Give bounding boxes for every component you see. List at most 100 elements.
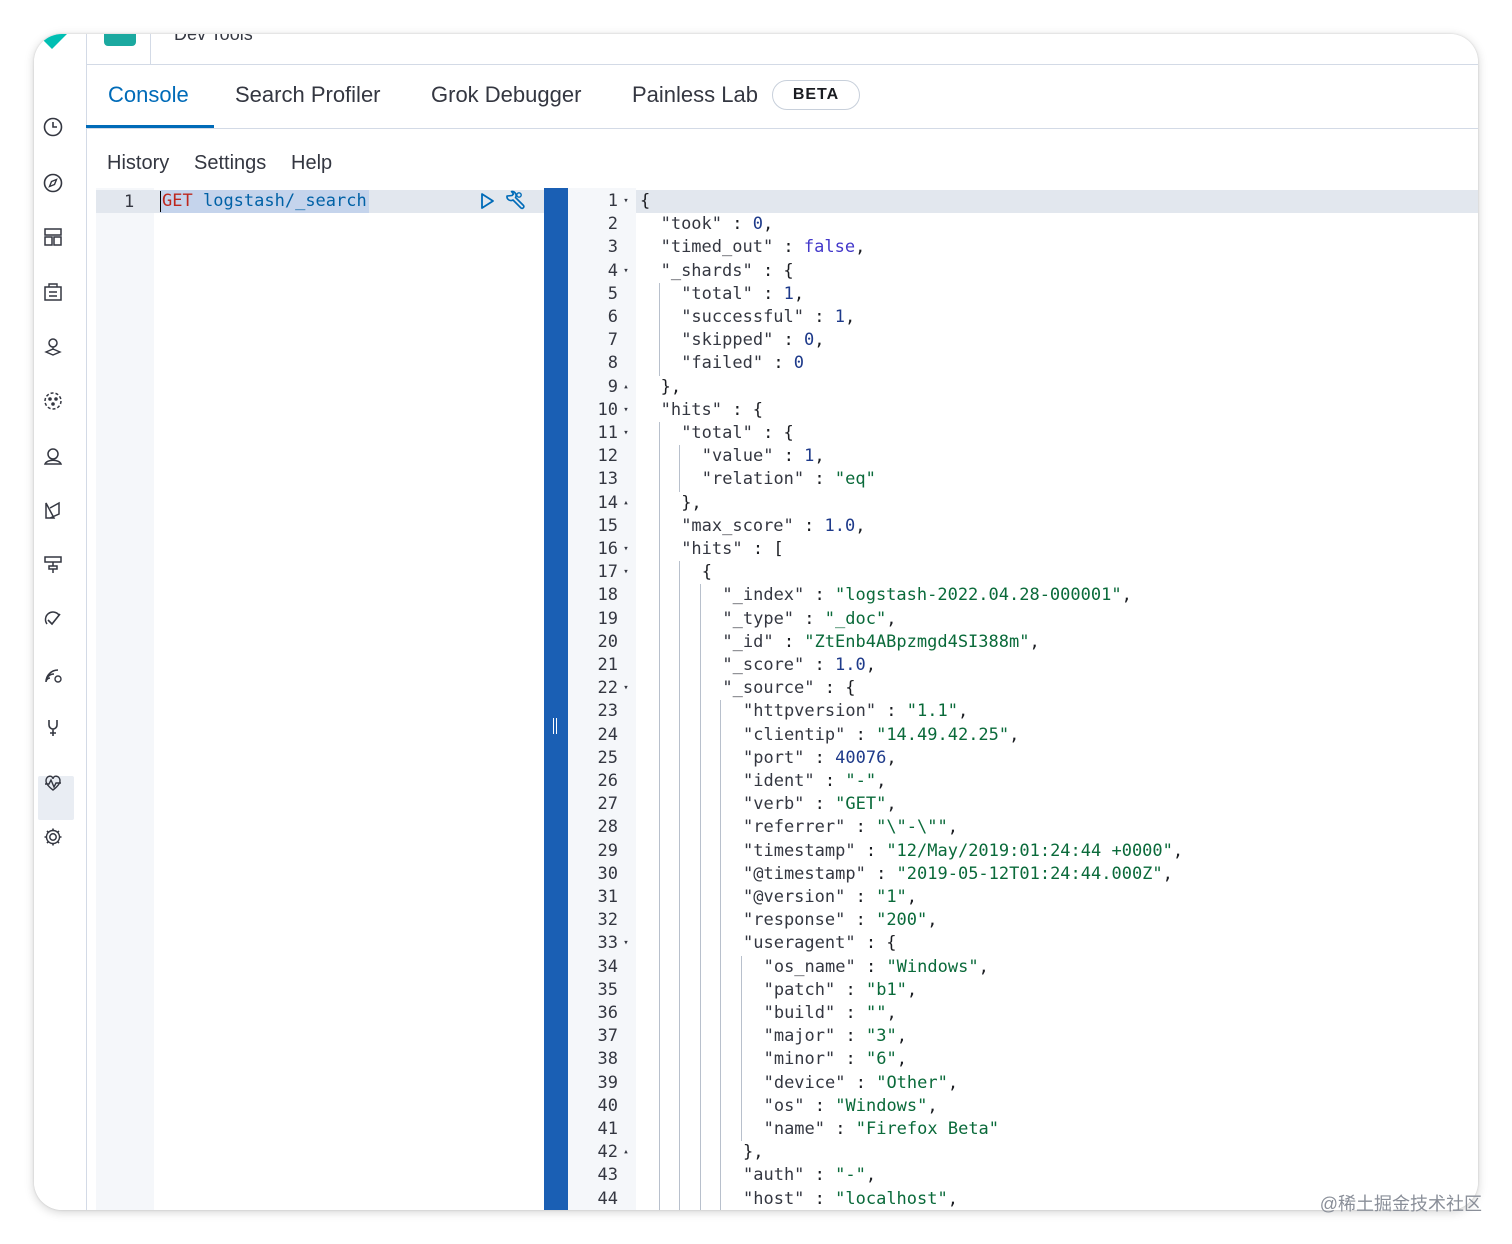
code-line: 35"patch" : "b1", — [568, 979, 1478, 1002]
code-text: "build" : "", — [763, 1003, 897, 1023]
fold-arrow-up-icon[interactable]: ▴ — [623, 381, 629, 392]
indent-guide — [699, 584, 701, 1210]
tab-painless-lab[interactable]: Painless Lab — [632, 82, 758, 107]
dashboard-icon[interactable] — [42, 226, 64, 248]
line-number: 38 — [597, 1049, 618, 1070]
fold-arrow-down-icon[interactable]: ▾ — [623, 567, 629, 578]
canvas-icon[interactable] — [42, 281, 64, 303]
code-text: "skipped" : 0, — [681, 330, 825, 351]
line-number: 27 — [597, 794, 618, 815]
fold-arrow-down-icon[interactable]: ▾ — [623, 683, 629, 694]
space-avatar[interactable] — [104, 34, 136, 46]
resizer-grip-icon — [553, 718, 559, 736]
line-number: 33 — [597, 933, 618, 954]
line-number: 35 — [597, 979, 618, 1000]
line-number: 34 — [597, 956, 618, 977]
code-line: 14▴}, — [568, 492, 1478, 515]
line-number: 10 — [597, 399, 618, 420]
code-text: "value" : 1, — [701, 446, 825, 467]
code-text: "_source" : { — [722, 678, 856, 699]
code-line: 42▴}, — [568, 1141, 1478, 1164]
line-number: 37 — [597, 1026, 618, 1047]
line-number: 29 — [597, 840, 618, 861]
tab-grok-debugger[interactable]: Grok Debugger — [431, 82, 582, 107]
panel-resizer[interactable] — [544, 188, 568, 1210]
code-text: "_index" : "logstash-2022.04.28-000001", — [722, 585, 1132, 606]
line-number: 42 — [597, 1142, 618, 1163]
menu-settings[interactable]: Settings — [194, 152, 267, 174]
line-number: 3 — [607, 237, 618, 258]
code-line: 24"clientip" : "14.49.42.25", — [568, 724, 1478, 747]
menu-history[interactable]: History — [107, 152, 170, 174]
code-text: { — [701, 562, 713, 583]
line-number: 5 — [607, 283, 618, 304]
top-header: Dev Tools — [34, 34, 1478, 65]
fold-arrow-down-icon[interactable]: ▾ — [623, 404, 629, 415]
code-line: 43"auth" : "-", — [568, 1164, 1478, 1187]
logs-icon[interactable] — [42, 499, 64, 521]
breadcrumb[interactable]: Dev Tools — [174, 34, 253, 44]
code-line: 30"@timestamp" : "2019-05-12T01:24:44.00… — [568, 863, 1478, 886]
code-line: 2"took" : 0, — [568, 213, 1478, 236]
code-line: 5"total" : 1, — [568, 283, 1478, 306]
settings-icon[interactable] — [42, 826, 64, 848]
line-number: 28 — [597, 817, 618, 838]
code-text: "hits" : [ — [681, 539, 784, 559]
maps-icon[interactable] — [42, 336, 64, 358]
line-number: 12 — [597, 446, 618, 467]
code-text: "_shards" : { — [660, 260, 794, 281]
fold-arrow-up-icon[interactable]: ▴ — [623, 1147, 629, 1158]
apm-icon[interactable] — [42, 664, 64, 686]
code-text: "os" : "Windows", — [763, 1095, 938, 1116]
request-editor[interactable]: 1 GET logstash/_search — [96, 188, 544, 1210]
code-line: 20"_id" : "ZtEnb4ABpzmgd4SI388m", — [568, 631, 1478, 654]
tab-search-profiler[interactable]: Search Profiler — [235, 82, 381, 107]
metrics-icon[interactable] — [42, 554, 64, 576]
compass-icon[interactable] — [42, 172, 64, 194]
beta-badge: BETA — [772, 80, 860, 110]
line-number: 31 — [597, 887, 618, 907]
tab-active-underline — [86, 125, 214, 128]
fold-arrow-down-icon[interactable]: ▾ — [623, 544, 629, 554]
app-window: Dev Tools Console Search Profiler Grok D… — [34, 34, 1478, 1210]
indent-guide — [679, 445, 681, 492]
request-line[interactable]: GET logstash/_search — [160, 190, 369, 213]
dev-tools-tabs: Console Search Profiler Grok Debugger Pa… — [86, 64, 1478, 129]
code-text: "failed" : 0 — [681, 353, 805, 374]
tab-console[interactable]: Console — [108, 82, 189, 107]
elastic-logo-icon[interactable] — [35, 34, 69, 49]
line-number: 40 — [597, 1095, 618, 1116]
ml-icon[interactable] — [42, 390, 64, 412]
fold-arrow-down-icon[interactable]: ▾ — [623, 428, 629, 438]
code-text: "referrer" : "\"-\"", — [743, 817, 958, 838]
code-text: "port" : 40076, — [743, 747, 897, 768]
play-icon[interactable] — [478, 192, 496, 210]
fold-arrow-down-icon[interactable]: ▾ — [623, 196, 629, 206]
code-line: 23"httpversion" : "1.1", — [568, 700, 1478, 723]
uptime-icon[interactable] — [42, 609, 64, 631]
code-text: "major" : "3", — [763, 1026, 907, 1047]
line-number: 14 — [597, 492, 618, 513]
stack-monitoring-icon[interactable] — [42, 772, 64, 794]
response-viewer[interactable]: 1▾{2"took" : 0,3"timed_out" : false,4▾"_… — [568, 188, 1478, 1210]
code-text: "verb" : "GET", — [743, 794, 897, 815]
code-line: 32"response" : "200", — [568, 909, 1478, 932]
code-text: "httpversion" : "1.1", — [743, 701, 969, 722]
fold-arrow-up-icon[interactable]: ▴ — [623, 497, 629, 508]
code-text: "hits" : { — [660, 399, 763, 420]
request-method: GET — [162, 191, 193, 211]
dev-tools-icon[interactable] — [42, 717, 64, 739]
code-line: 37 "major" : "3", — [568, 1025, 1478, 1048]
code-line: 8"failed" : 0 — [568, 352, 1478, 375]
graph-icon[interactable] — [42, 445, 64, 467]
menu-help[interactable]: Help — [291, 152, 333, 174]
fold-arrow-down-icon[interactable]: ▾ — [623, 265, 629, 276]
fold-arrow-down-icon[interactable]: ▾ — [623, 938, 629, 949]
clock-icon[interactable] — [42, 116, 64, 138]
code-line: 31"@version" : "1", — [568, 886, 1478, 909]
code-line: 39"device" : "Other", — [568, 1072, 1478, 1095]
code-line: 15"max_score" : 1.0, — [568, 515, 1478, 538]
code-text: "os_name" : "Windows", — [763, 956, 989, 977]
line-number: 15 — [597, 515, 618, 536]
wrench-icon[interactable] — [504, 190, 526, 212]
